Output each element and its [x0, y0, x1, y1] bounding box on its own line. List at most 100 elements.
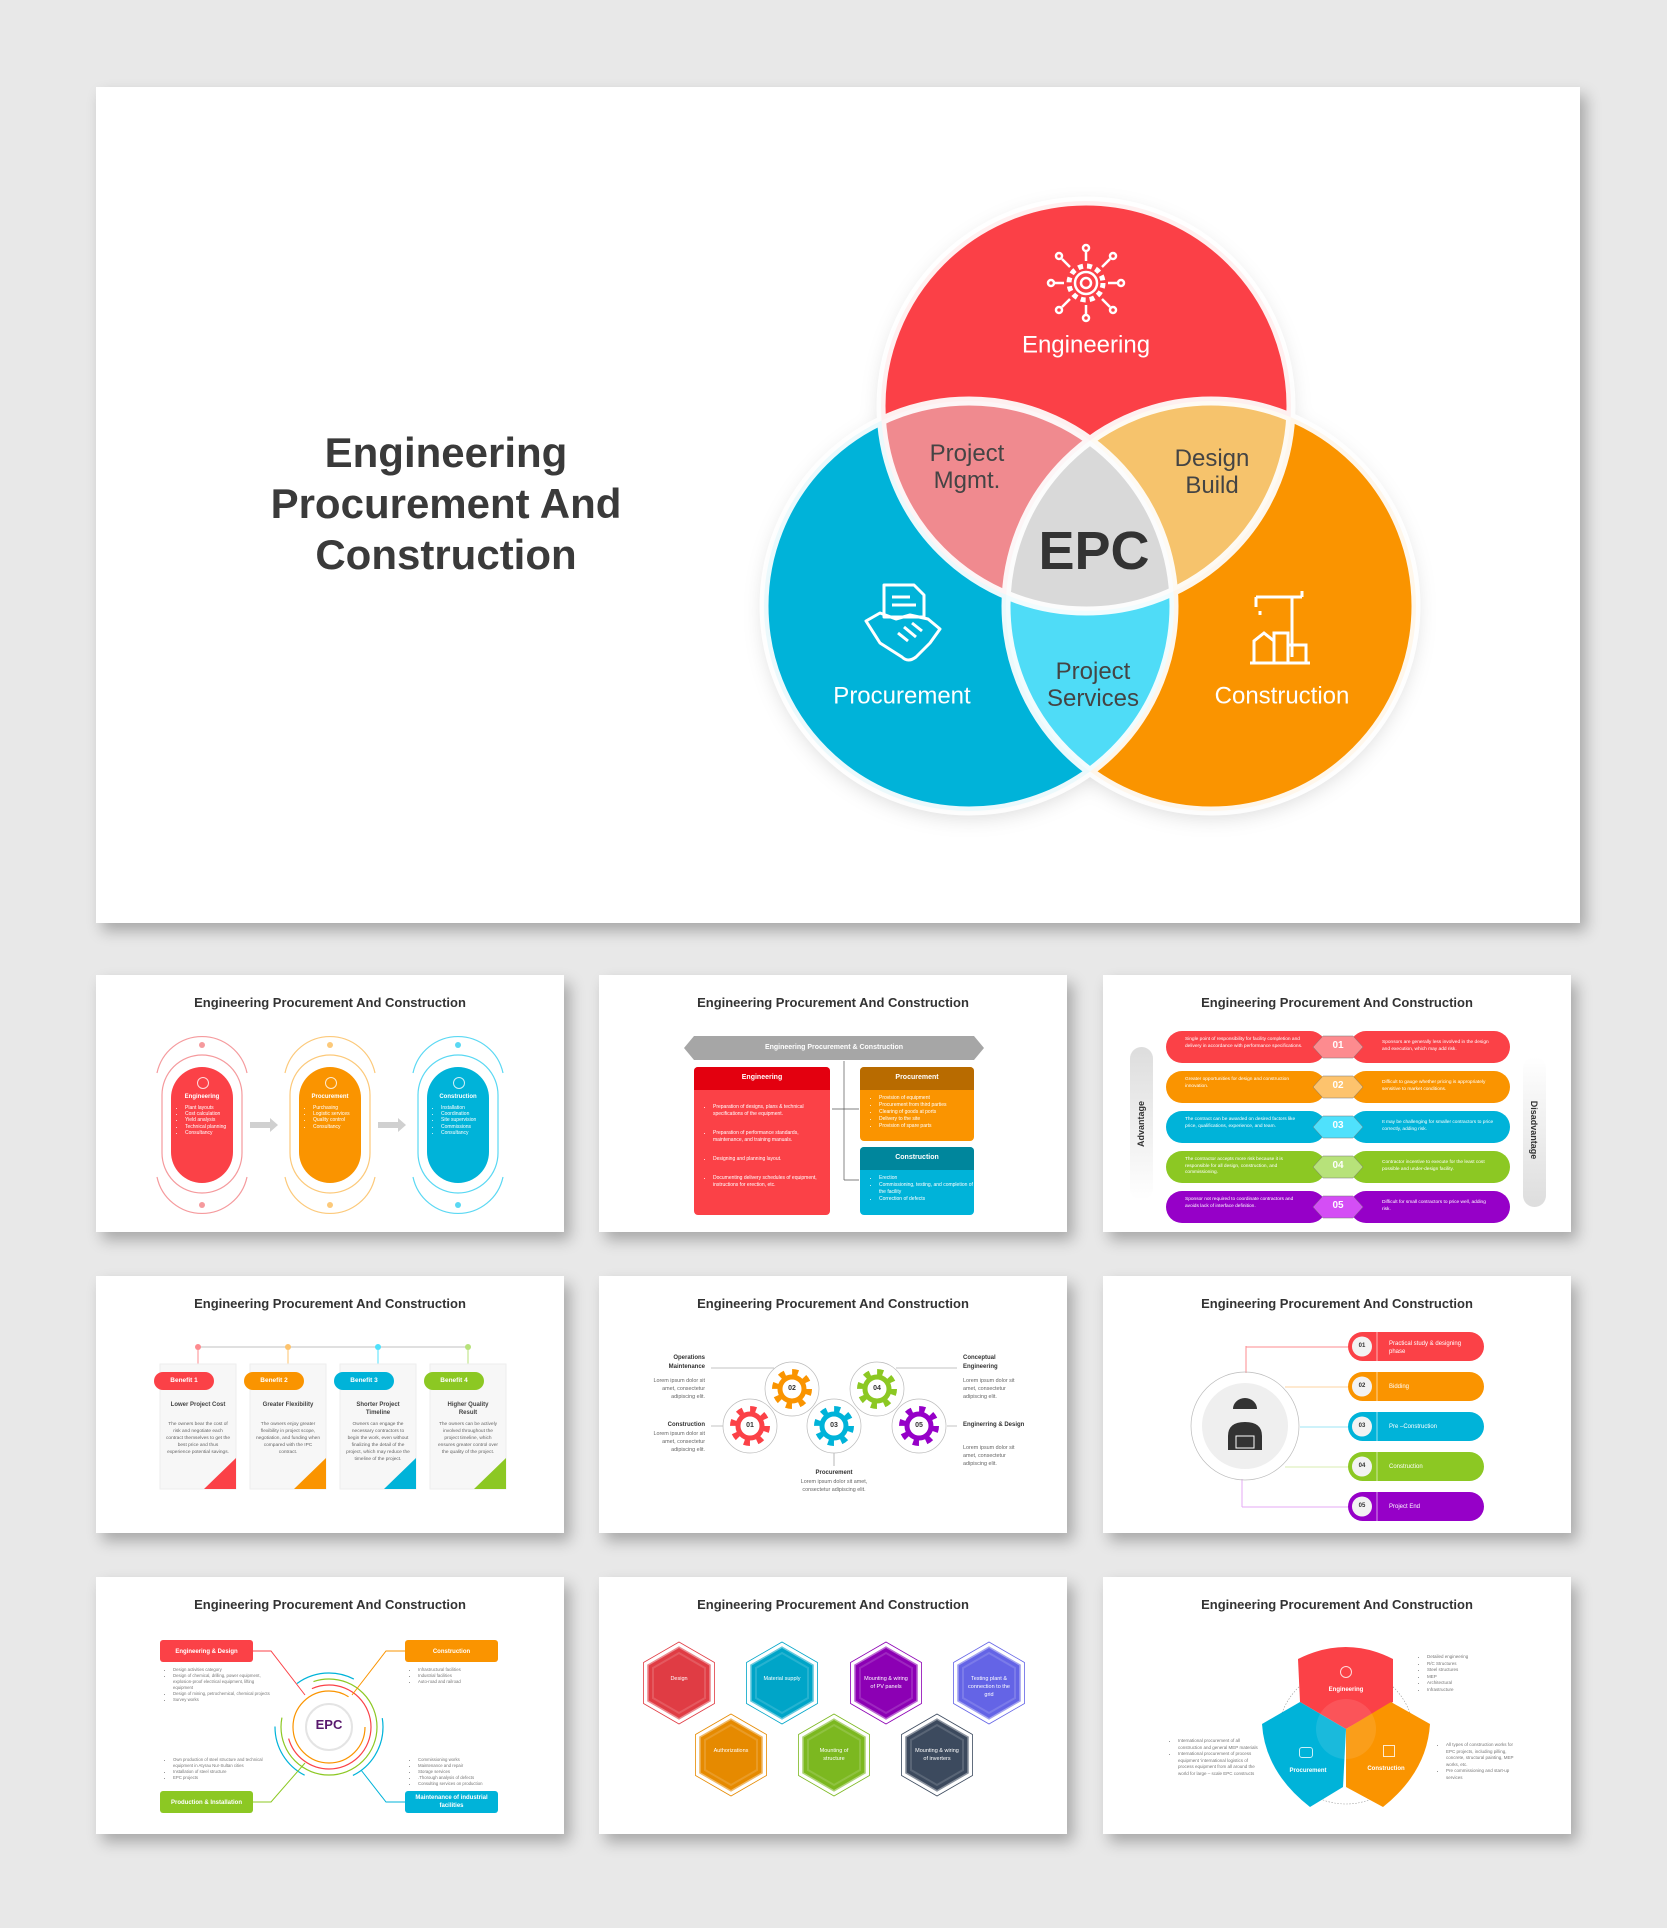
step-number: 01 [1358, 1343, 1366, 1349]
gear-network-icon [197, 1077, 209, 1089]
connector [351, 1650, 405, 1696]
gear-ring [904, 1411, 934, 1441]
gear-outline [806, 1398, 862, 1454]
step-label: Project End [1389, 1504, 1421, 1510]
list-item: Documenting delivery schedules of equipm… [713, 1175, 829, 1189]
gear-network-icon [1046, 243, 1126, 323]
title-line: Procurement And [270, 480, 622, 527]
gear-text: Lorem ipsum dolor sit amet, consectetur … [800, 1479, 868, 1493]
slide-thumbnail-2[interactable]: Engineering Procurement And Construction… [599, 975, 1067, 1232]
slide-thumbnail-6[interactable]: Engineering Procurement And Construction… [1103, 1276, 1571, 1533]
thumbnail-title: Engineering Procurement And Construction [1201, 995, 1473, 1010]
advantage-bar [1166, 1071, 1326, 1103]
benefit-heading: Greater Flexibility [262, 1402, 314, 1408]
ring [280, 1678, 378, 1776]
thumbnail-graphic [711, 1361, 957, 1466]
step-number-badge [1352, 1456, 1372, 1477]
list-item: Industrial facilities [418, 1673, 518, 1679]
list-item: Procurement from third parties [879, 1102, 973, 1109]
title-line: Engineering [324, 429, 568, 476]
list-item: .Thorough analysis of defects [418, 1775, 518, 1781]
main-slide-title: Engineering Procurement And Construction [246, 427, 646, 580]
gear-icon [814, 1406, 854, 1446]
engineering-items: Detailed engineeringR/C StructuresSteel … [1418, 1654, 1507, 1693]
list-item: Plant layouts [185, 1105, 237, 1111]
engineering-label: Engineering [1021, 331, 1151, 359]
slide-thumbnail-1[interactable]: Engineering Procurement And Construction… [96, 975, 564, 1232]
step-number-badge [1352, 1496, 1372, 1517]
number-badge [1312, 1075, 1364, 1099]
gear-heading: Construction [667, 1422, 705, 1428]
dot [455, 1202, 461, 1208]
list-item: R/C Structures [1427, 1661, 1507, 1668]
slide-thumbnail-5[interactable]: Engineering Procurement And Construction… [599, 1276, 1067, 1533]
disadvantage-pill [1523, 1057, 1546, 1207]
corner-accent [294, 1458, 326, 1489]
title-line: Construction [315, 531, 577, 578]
step-pill [1348, 1492, 1484, 1521]
connector-lines [711, 1367, 957, 1466]
hexagon-label: Design [670, 1676, 688, 1682]
gear-number: 02 [788, 1385, 796, 1392]
advantage-label: Advantage [1136, 1101, 1146, 1148]
hexagon [647, 1646, 711, 1720]
thumbnail-graphic [154, 1344, 507, 1490]
disadvantage-text: Difficult to gauge whether pricing is ap… [1382, 1080, 1486, 1092]
list-item: EPC projects [173, 1775, 273, 1781]
list-item: Design of chemical, drilling, power equi… [173, 1673, 273, 1691]
list-item: Logistic services [313, 1111, 365, 1117]
outer-ring [289, 1054, 371, 1194]
hexagon [750, 1646, 814, 1720]
label-line: Services [1046, 685, 1140, 712]
hexagon-label: Authorizations [713, 1748, 749, 1754]
box-items: Preparation of designs, plans & technica… [704, 1104, 829, 1201]
slide-thumbnail-3[interactable]: Engineering Procurement And Construction… [1103, 975, 1571, 1232]
banner-shape [684, 1036, 984, 1060]
benefit-ribbon [244, 1372, 304, 1390]
arc [412, 1036, 504, 1214]
stage-label: Engineering [184, 1094, 220, 1100]
list-item: Commissioning works [418, 1757, 518, 1763]
number-badge [1312, 1195, 1364, 1219]
benefit-ribbon [334, 1372, 394, 1390]
step-label: Construction [1389, 1464, 1423, 1470]
quadrant-items: Own production of steel structure and te… [164, 1757, 273, 1781]
slide-thumbnail-4[interactable]: Engineering Procurement And Construction… [96, 1276, 564, 1533]
advantage-text: Single point of responsibility for facil… [1185, 1037, 1303, 1049]
step-label: Practical study & designing phase [1389, 1341, 1462, 1355]
thumbnail-title: Engineering Procurement And Construction [194, 1296, 466, 1311]
dot [327, 1042, 333, 1048]
banner-label: Engineering Procurement & Construction [764, 1044, 904, 1051]
hexagon-inner [910, 1723, 964, 1787]
quadrant-label: Engineering & Design [175, 1649, 238, 1655]
disadvantage-text: Difficult for small contractors to price… [1382, 1200, 1486, 1212]
box-title: Construction [895, 1154, 939, 1161]
list-item: Yield analysis [185, 1117, 237, 1123]
hexagon-inner [962, 1651, 1016, 1715]
segment-label: Construction [1367, 1766, 1405, 1772]
slide-thumbnail-7[interactable]: Engineering Procurement And Construction… [96, 1577, 564, 1834]
dot [455, 1042, 461, 1048]
stage-items: Plant layoutsCost calculationYield analy… [176, 1105, 237, 1136]
list-item: Quality control [313, 1117, 365, 1123]
gear-number: 01 [746, 1422, 754, 1429]
number-badge [1312, 1155, 1364, 1179]
corner-accent [474, 1458, 506, 1489]
construction-segment [1346, 1702, 1430, 1807]
gear-number: 05 [915, 1422, 923, 1429]
gear-ring [735, 1411, 765, 1441]
slide-thumbnail-9[interactable]: Engineering Procurement And Construction… [1103, 1577, 1571, 1834]
step-number: 02 [1358, 1383, 1366, 1389]
hexagon-label: Testing plant & connection to the grid [968, 1676, 1010, 1698]
list-item: International procurement of all constru… [1178, 1738, 1260, 1751]
label-line: Project [929, 440, 1005, 467]
main-slide-preview[interactable]: Engineering Procurement And Construction [96, 87, 1580, 923]
benefit-ribbon [424, 1372, 484, 1390]
procurement-items: International procurement of all constru… [1169, 1738, 1260, 1777]
disadvantage-text: Contractor incentive to execute for the … [1382, 1160, 1485, 1172]
list-item: Infrastructure [1427, 1687, 1507, 1694]
slide-thumbnail-8[interactable]: Engineering Procurement And Construction… [599, 1577, 1067, 1834]
